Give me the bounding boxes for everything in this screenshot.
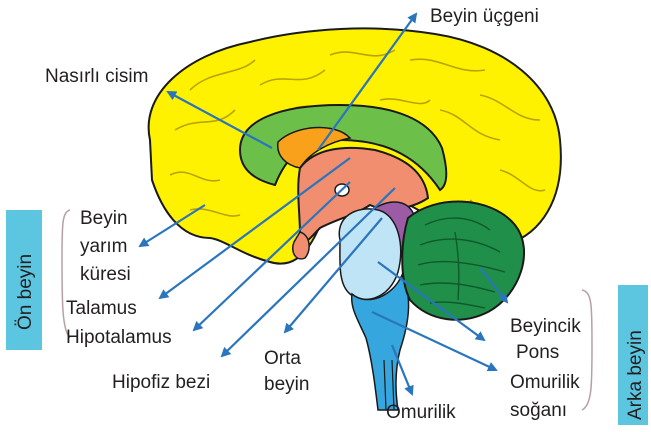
label-beyincik: Beyincik: [510, 316, 581, 337]
pons: [339, 209, 400, 300]
label-orta-beyin-2: beyin: [264, 374, 309, 395]
label-arka-beyin: Arka beyin: [625, 330, 646, 420]
label-talamus: Talamus: [66, 298, 137, 319]
label-nasirli-cisim: Nasırlı cisim: [45, 66, 148, 87]
label-orta-beyin-1: Orta: [264, 348, 301, 369]
label-on-beyin: Ön beyin: [15, 254, 36, 330]
label-hipofiz-bezi: Hipofiz bezi: [112, 372, 210, 393]
label-beyin-yarim-kuresi-3: küresi: [80, 264, 131, 285]
label-omurilik-sogani-1: Omurilik: [510, 372, 580, 393]
label-pons: Pons: [516, 342, 559, 363]
arka-beyin-bracket: [582, 290, 592, 410]
label-beyin-yarim-kuresi-2: yarım: [80, 236, 128, 257]
label-omurilik-sogani-2: soğanı: [510, 400, 567, 421]
label-omurilik: Omurilik: [386, 402, 456, 423]
label-beyin-yarim-kuresi-1: Beyin: [80, 208, 128, 229]
label-hipotalamus: Hipotalamus: [66, 327, 172, 348]
label-beyin-ucgeni: Beyin üçgeni: [430, 6, 539, 27]
